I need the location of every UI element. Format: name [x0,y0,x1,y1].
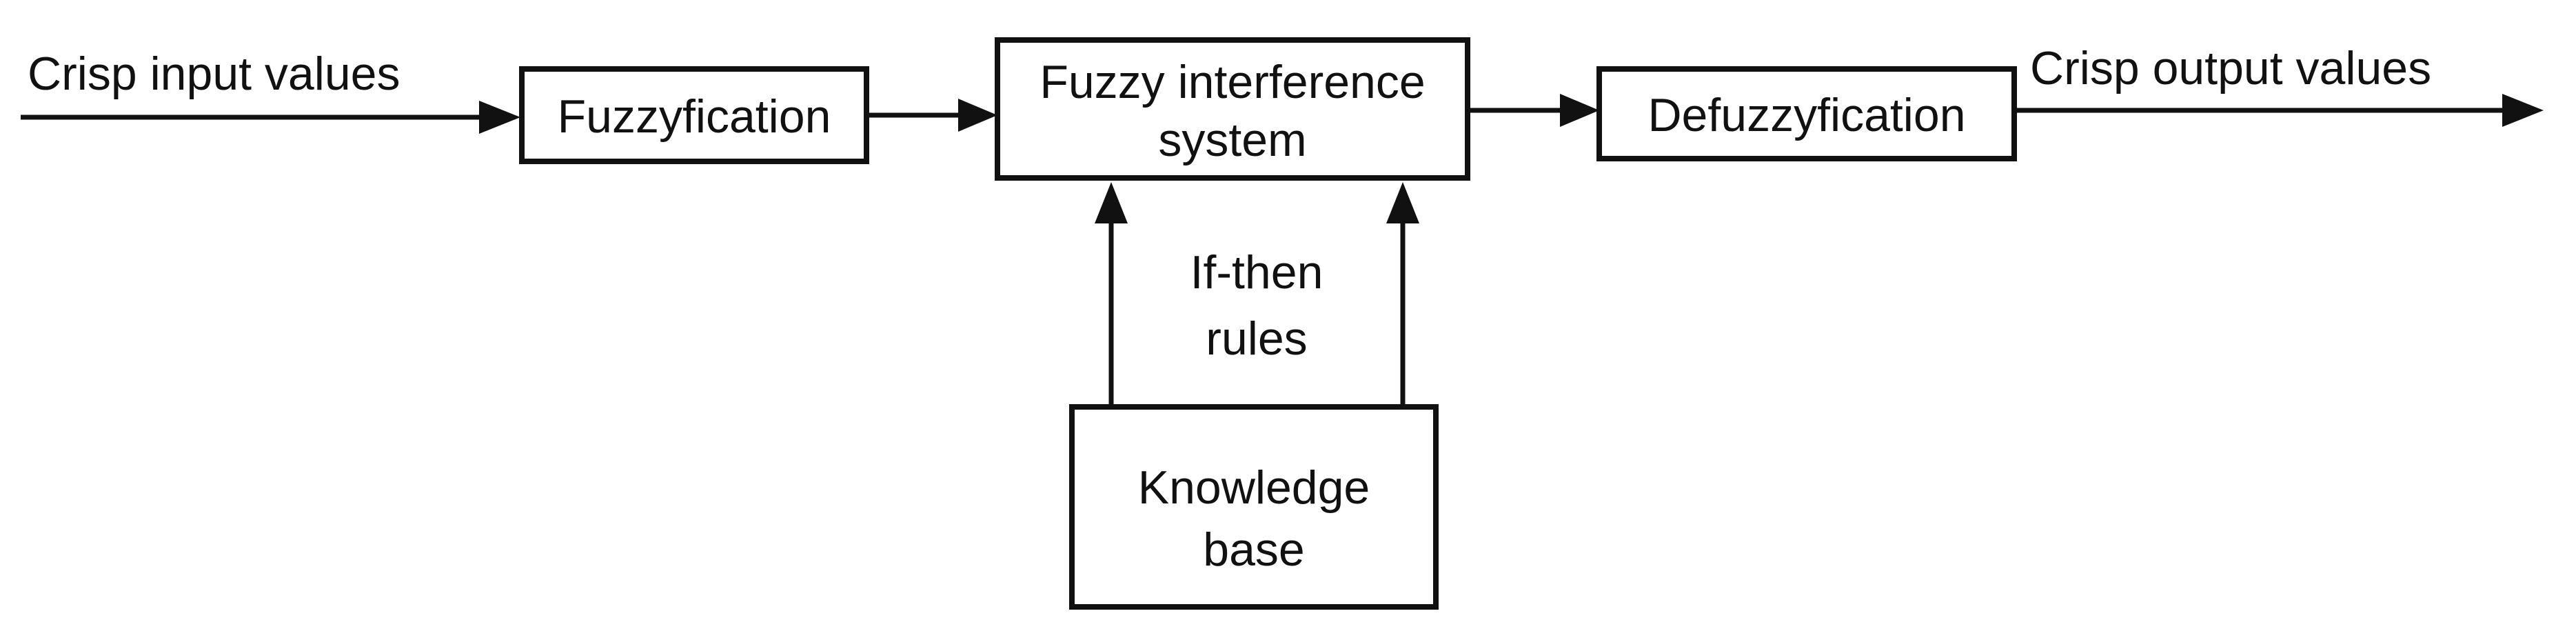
inference-system-label-line1: Fuzzy interference [1039,56,1425,108]
inference-system-label-line2: system [1158,114,1306,166]
input-arrow [21,101,520,134]
rules-arrow-left [1095,182,1128,407]
inference-system-box [995,37,1470,181]
inference-to-defuzzyfication-arrow [1468,94,1599,127]
rules-arrow-right [1386,182,1419,407]
output-label: Crisp output values [2030,42,2431,94]
knowledge-base-label-line1: Knowledge [1138,461,1370,514]
knowledge-base-label-line2: base [1203,523,1304,576]
fuzzyfication-to-inference-arrow [866,99,997,132]
input-label: Crisp input values [28,48,400,100]
knowledge-base-box [1069,404,1439,610]
fuzzyfication-label: Fuzzyfication [558,90,831,143]
rules-label-line1: If-then [1190,246,1324,299]
defuzzyfication-label: Defuzzyfication [1647,89,1965,141]
defuzzyfication-box [1596,66,2017,161]
output-arrow [2014,94,2544,127]
rules-label-line2: rules [1206,312,1307,365]
